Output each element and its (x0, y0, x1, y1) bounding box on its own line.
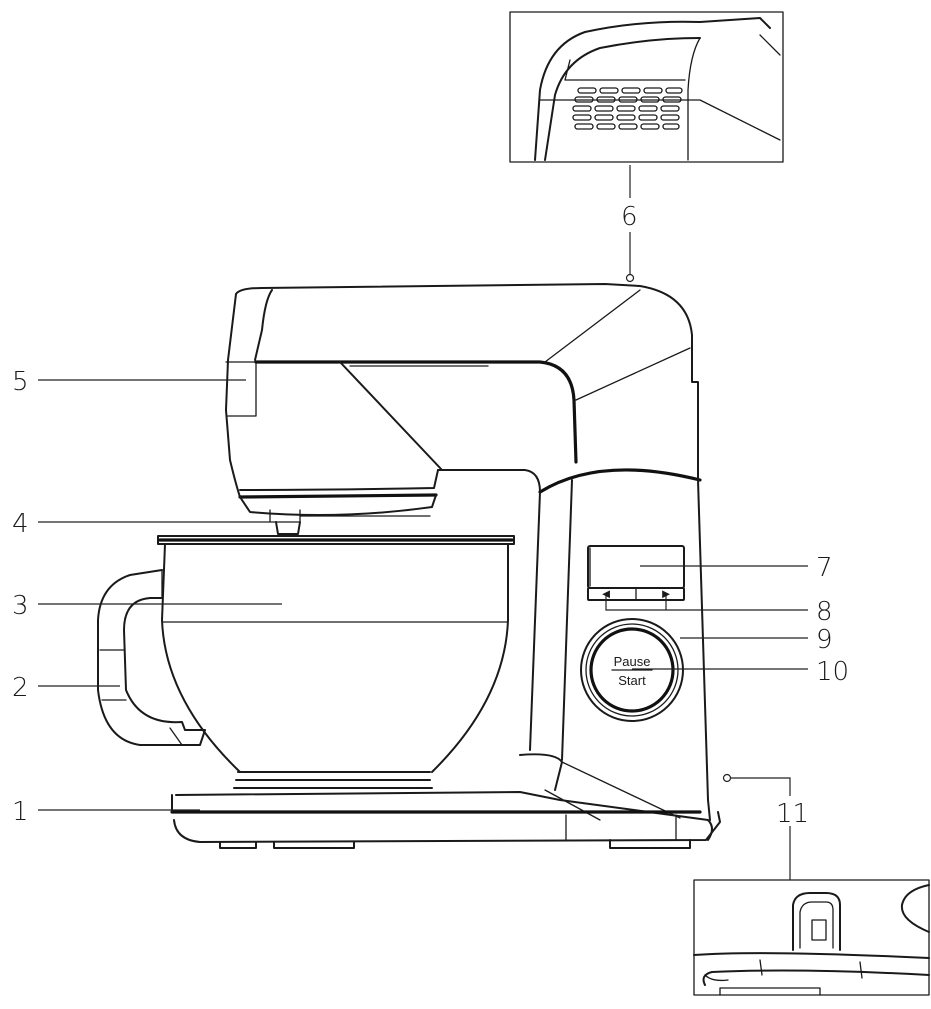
start-label: Start (618, 673, 646, 688)
mixing-bowl (97, 535, 515, 773)
callout-9: 9 (816, 625, 833, 655)
pause-label: Pause (614, 654, 651, 669)
callout-8: 8 (816, 597, 833, 627)
callout-2: 2 (12, 673, 29, 703)
inset-base-detail (693, 879, 930, 996)
speed-dial (580, 618, 684, 722)
left-arrow-key: ◄ (600, 586, 613, 601)
vent-slots (572, 87, 683, 130)
callout-4: 4 (12, 509, 29, 539)
callout-labels: 1 2 3 4 5 6 7 8 9 10 11 (12, 202, 849, 829)
leader-8 (605, 596, 808, 611)
callout-11: 11 (776, 799, 809, 829)
leader-lines (38, 165, 808, 880)
callout-5: 5 (12, 367, 29, 397)
display-screen (587, 545, 685, 589)
callout-10: 10 (816, 657, 849, 687)
callout-3: 3 (12, 591, 29, 621)
right-arrow-key: ► (660, 586, 673, 601)
leader-11 (731, 777, 791, 880)
inset-ventilation-detail (509, 11, 784, 163)
control-panel: ◄ ► Pause Start (580, 545, 685, 722)
mixer-body (170, 283, 721, 849)
callout-7: 7 (816, 553, 833, 583)
callout-6: 6 (621, 202, 638, 232)
callout-1: 1 (12, 797, 29, 827)
